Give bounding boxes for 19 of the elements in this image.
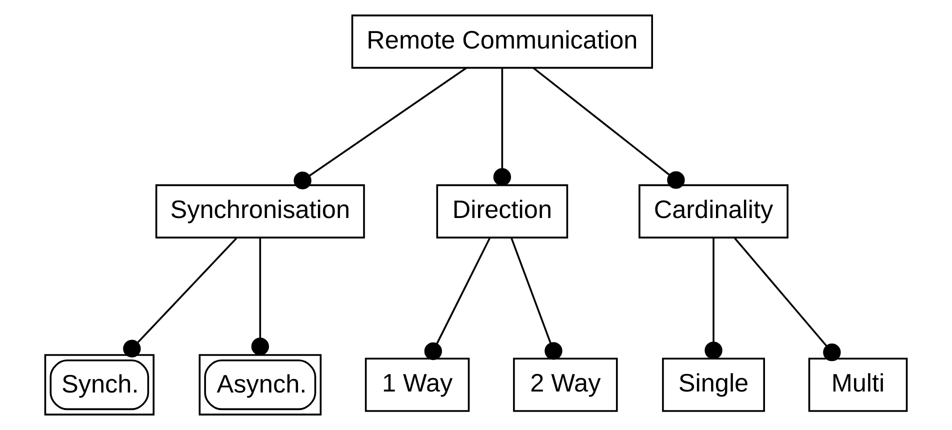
node-box: Cardinality [638,184,788,238]
connector [424,238,490,360]
node-box: Single [662,358,765,412]
node-box: Synch. [44,354,154,416]
node-box: Asynch. [198,354,322,416]
connector [734,238,841,362]
node-box: Direction [436,184,568,238]
node-box: Synchronisation [155,184,365,238]
connector [294,67,467,190]
connector [510,238,562,360]
connector [251,238,270,356]
connector [493,68,512,186]
node-box: 1 Way [364,358,470,412]
node-box: 2 Way [513,358,618,412]
connector [704,238,722,360]
node-box: Multi [808,358,908,412]
connector [532,67,685,189]
connector [123,238,238,358]
node-box: Remote Communication [351,14,653,69]
